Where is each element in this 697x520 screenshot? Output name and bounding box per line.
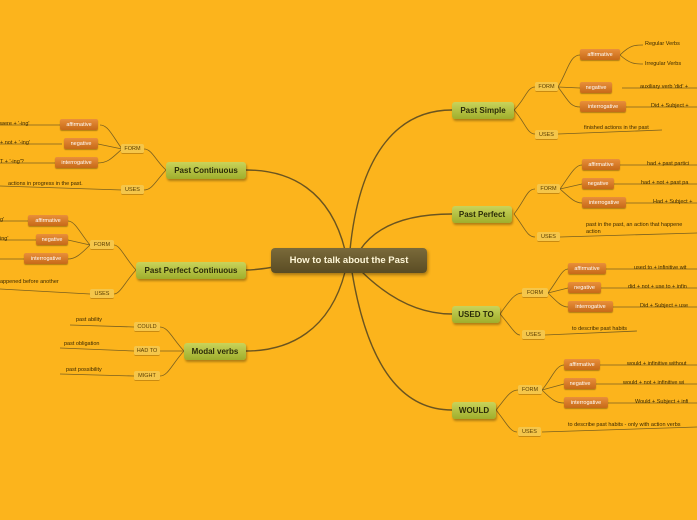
past-continuous-negative-text[interactable]: + not + '-ing' bbox=[0, 140, 30, 146]
topic-past-simple[interactable]: Past Simple bbox=[452, 102, 514, 119]
link-central-past-simple bbox=[349, 109, 453, 251]
topic-past-perfect[interactable]: Past Perfect bbox=[452, 206, 512, 223]
modal-had-to[interactable]: HAD TO bbox=[134, 346, 160, 356]
past-perfect-affirmative-text[interactable]: had + past partici bbox=[647, 161, 690, 167]
past-perfect-affirmative-tag[interactable]: affirmative bbox=[582, 159, 620, 170]
past-simple-negative-text[interactable]: auxiliary verb 'did' + bbox=[640, 84, 689, 90]
modal-might-text[interactable]: past possibility bbox=[66, 367, 102, 373]
modal-could-text[interactable]: past ability bbox=[76, 317, 102, 323]
would-interrogative-text[interactable]: Would + Subject + infi bbox=[635, 399, 689, 405]
ppc-uses-text[interactable]: appened before another bbox=[0, 279, 59, 285]
link-central-would bbox=[351, 271, 453, 411]
past-perfect-negative-text[interactable]: had + not + past pa bbox=[641, 180, 689, 186]
past-perfect-negative-tag[interactable]: negative bbox=[582, 178, 614, 189]
used-to-negative-tag[interactable]: negative bbox=[568, 282, 601, 293]
past-continuous-form[interactable]: FORM bbox=[121, 144, 144, 154]
link-central-modal bbox=[245, 271, 346, 352]
past-simple-uses-text[interactable]: finished actions in the past bbox=[584, 125, 649, 131]
central-topic[interactable]: How to talk about the Past bbox=[271, 248, 427, 273]
topic-modal-verbs[interactable]: Modal verbs bbox=[184, 343, 246, 360]
would-uses-text[interactable]: to describe past habits - only with acti… bbox=[568, 422, 681, 428]
ppc-interrogative-tag[interactable]: interrogative bbox=[24, 253, 68, 264]
ppc-negative-tag[interactable]: negative bbox=[36, 234, 68, 245]
would-affirmative-text[interactable]: would + infinitive without bbox=[627, 361, 687, 367]
used-to-negative-text[interactable]: did + not + use to + infin bbox=[628, 284, 687, 290]
would-negative-tag[interactable]: negative bbox=[564, 378, 596, 389]
past-continuous-uses-text[interactable]: actions in progress in the past. bbox=[8, 181, 83, 187]
link-central-past-continuous bbox=[245, 169, 346, 251]
past-simple-regular-verbs[interactable]: Regular Verbs bbox=[645, 41, 680, 47]
past-simple-affirmative-tag[interactable]: affirmative bbox=[580, 49, 620, 60]
would-interrogative-tag[interactable]: interrogative bbox=[564, 397, 608, 408]
topic-past-perfect-continuous[interactable]: Past Perfect Continuous bbox=[136, 262, 246, 279]
topic-past-continuous[interactable]: Past Continuous bbox=[166, 162, 246, 179]
past-simple-uses[interactable]: USES bbox=[535, 130, 558, 140]
past-perfect-uses-text-1[interactable]: past in the past, an action that happene bbox=[586, 222, 683, 228]
used-to-affirmative-tag[interactable]: affirmative bbox=[568, 263, 606, 274]
modal-had-to-text[interactable]: past obligation bbox=[64, 341, 100, 347]
past-perfect-form[interactable]: FORM bbox=[537, 184, 560, 194]
used-to-affirmative-text[interactable]: used to + infinitive wit bbox=[634, 265, 687, 271]
topic-would[interactable]: WOULD bbox=[452, 402, 496, 419]
past-continuous-negative-tag[interactable]: negative bbox=[64, 138, 98, 149]
ppc-affirmative-text[interactable]: g' bbox=[0, 217, 5, 223]
past-simple-form[interactable]: FORM bbox=[535, 82, 558, 92]
ppc-form[interactable]: FORM bbox=[90, 240, 114, 250]
ppc-negative-text[interactable]: ing' bbox=[0, 236, 9, 242]
past-perfect-uses[interactable]: USES bbox=[537, 232, 560, 242]
used-to-uses[interactable]: USES bbox=[522, 330, 545, 340]
used-to-form[interactable]: FORM bbox=[522, 288, 548, 298]
used-to-interrogative-text[interactable]: Did + Subject + use bbox=[640, 303, 689, 309]
would-uses[interactable]: USES bbox=[518, 427, 541, 437]
used-to-uses-text[interactable]: to describe past habits bbox=[572, 326, 628, 332]
would-form[interactable]: FORM bbox=[518, 385, 542, 395]
used-to-interrogative-tag[interactable]: interrogative bbox=[568, 301, 613, 312]
topic-used-to[interactable]: USED TO bbox=[452, 306, 500, 323]
past-perfect-interrogative-text[interactable]: Had + Subject + bbox=[653, 199, 693, 205]
past-simple-interrogative-text[interactable]: Did + Subject + bbox=[651, 103, 689, 109]
would-affirmative-tag[interactable]: affirmative bbox=[564, 359, 600, 370]
past-continuous-interrogative-text[interactable]: T + '-ing'? bbox=[0, 159, 24, 165]
past-continuous-affirmative-text[interactable]: were + '-ing' bbox=[0, 121, 30, 127]
link-central-used-to bbox=[359, 269, 453, 315]
ppc-affirmative-tag[interactable]: affirmative bbox=[28, 215, 68, 226]
past-perfect-interrogative-tag[interactable]: interrogative bbox=[582, 197, 626, 208]
modal-could[interactable]: COULD bbox=[134, 322, 160, 332]
past-simple-negative-tag[interactable]: negative bbox=[580, 82, 612, 93]
past-simple-irregular-verbs[interactable]: Irregular Verbs bbox=[645, 61, 682, 67]
modal-might[interactable]: MIGHT bbox=[134, 371, 160, 381]
past-simple-interrogative-tag[interactable]: interrogative bbox=[580, 101, 626, 112]
link-central-past-perfect bbox=[359, 213, 453, 251]
ppc-uses[interactable]: USES bbox=[90, 289, 114, 299]
past-continuous-affirmative-tag[interactable]: affirmative bbox=[60, 119, 98, 130]
would-negative-text[interactable]: would + not + infinitive wi bbox=[623, 380, 685, 386]
past-continuous-interrogative-tag[interactable]: interrogative bbox=[55, 157, 98, 168]
past-perfect-uses-text-2[interactable]: action bbox=[586, 229, 601, 235]
past-continuous-uses[interactable]: USES bbox=[121, 185, 144, 195]
